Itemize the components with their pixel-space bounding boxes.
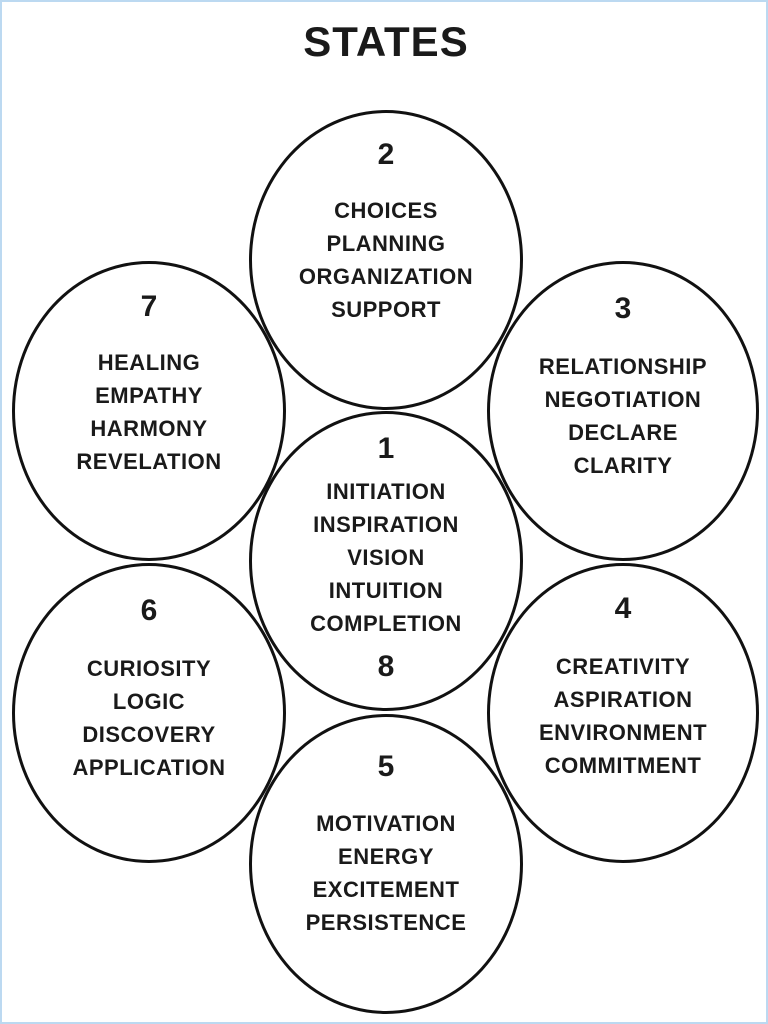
circle-1-word: INTUITION bbox=[328, 578, 444, 603]
circle-6-words: CURIOSITY LOGIC DISCOVERY APPLICATION bbox=[12, 652, 286, 784]
circle-5 bbox=[249, 714, 523, 1014]
circle-4-number: 4 bbox=[614, 592, 632, 625]
circle-3-word: RELATIONSHIP bbox=[538, 354, 708, 379]
circle-2-words: CHOICES PLANNING ORGANIZATION SUPPORT bbox=[249, 194, 523, 326]
circle-2-number: 2 bbox=[377, 138, 395, 171]
circle-7-word: REVELATION bbox=[76, 449, 222, 474]
circle-4-words: CREATIVITY ASPIRATION ENVIRONMENT COMMIT… bbox=[487, 650, 759, 782]
circle-6-word: DISCOVERY bbox=[82, 722, 216, 747]
circle-8-number: 8 bbox=[377, 650, 395, 683]
circle-5-word: EXCITEMENT bbox=[312, 877, 460, 902]
circle-2-word: PLANNING bbox=[326, 231, 446, 256]
circle-6-word: CURIOSITY bbox=[86, 656, 212, 681]
circle-2-word: CHOICES bbox=[334, 198, 438, 223]
circle-7-word: HEALING bbox=[97, 350, 201, 375]
circle-3-word: DECLARE bbox=[568, 420, 678, 445]
circle-5-word: MOTIVATION bbox=[316, 811, 456, 836]
circle-2 bbox=[249, 110, 523, 410]
diagram-title: STATES bbox=[303, 18, 469, 65]
circle-7-number: 7 bbox=[140, 290, 158, 323]
circle-6-number: 6 bbox=[140, 594, 158, 627]
circle-1-number: 1 bbox=[377, 432, 395, 465]
circle-4-word: CREATIVITY bbox=[555, 654, 691, 679]
circle-7 bbox=[12, 261, 286, 561]
circle-3 bbox=[487, 261, 759, 561]
circle-2-word: ORGANIZATION bbox=[298, 264, 474, 289]
circle-1-word: VISION bbox=[347, 545, 425, 570]
circle-5-word: ENERGY bbox=[338, 844, 434, 869]
circle-5-word: PERSISTENCE bbox=[305, 910, 467, 935]
circle-4-word: ASPIRATION bbox=[553, 687, 693, 712]
circle-1-word: INITIATION bbox=[326, 479, 446, 504]
circle-4-word: COMMITMENT bbox=[544, 753, 702, 778]
circle-6-word: LOGIC bbox=[112, 689, 186, 714]
circle-3-number: 3 bbox=[614, 292, 632, 325]
circle-7-words: HEALING EMPATHY HARMONY REVELATION bbox=[12, 346, 286, 478]
circle-1-word: COMPLETION bbox=[310, 611, 462, 636]
circle-6 bbox=[12, 563, 286, 863]
circle-7-word: EMPATHY bbox=[95, 383, 203, 408]
circle-5-number: 5 bbox=[377, 750, 395, 783]
circle-1 bbox=[249, 411, 523, 711]
circle-2-word: SUPPORT bbox=[331, 297, 441, 322]
circle-4 bbox=[487, 563, 759, 863]
circle-4-word: ENVIRONMENT bbox=[538, 720, 708, 745]
circle-3-word: CLARITY bbox=[573, 453, 673, 478]
circle-1-word: INSPIRATION bbox=[313, 512, 459, 537]
circle-1-words: INITIATION INSPIRATION VISION INTUITION … bbox=[249, 475, 523, 640]
circle-3-words: RELATIONSHIP NEGOTIATION DECLARE CLARITY bbox=[487, 350, 759, 482]
circle-6-word: APPLICATION bbox=[72, 755, 226, 780]
circle-7-word: HARMONY bbox=[90, 416, 208, 441]
circle-3-word: NEGOTIATION bbox=[544, 387, 702, 412]
circle-5-words: MOTIVATION ENERGY EXCITEMENT PERSISTENCE bbox=[249, 807, 523, 939]
